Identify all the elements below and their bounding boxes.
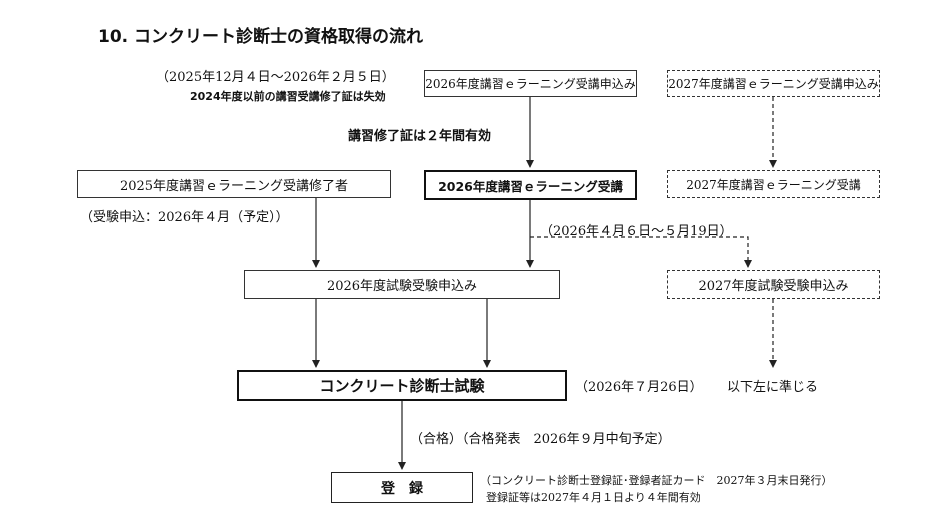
certificate-validity-note: 講習修了証は２年間有効 xyxy=(348,129,492,144)
box-exam-apply-2026: 2026年度試験受験申込み xyxy=(244,270,560,299)
arrow-attend-2026-to-exam-apply-2027 xyxy=(530,236,752,268)
box-register: 登 録 xyxy=(331,472,473,503)
box-register-label: 登 録 xyxy=(381,480,423,497)
box-attend-2026: 2026年度講習ｅラーニング受講 xyxy=(424,170,637,200)
box-apply-2027: 2027年度講習ｅラーニング受講申込み xyxy=(667,70,880,97)
following-note: 以下左に準じる xyxy=(727,380,819,395)
register-validity-note: 登録証等は2027年４月１日より４年間有効 xyxy=(486,491,701,504)
page-title: 10. コンクリート診断士の資格取得の流れ xyxy=(98,27,424,47)
box-apply-2027-label: 2027年度講習ｅラーニング受講申込み xyxy=(668,77,879,91)
box-exam-apply-2026-label: 2026年度試験受験申込み xyxy=(326,279,478,294)
exam-application-date-note: （受験申込：2026年４月（予定）） xyxy=(80,210,289,225)
box-apply-2026-label: 2026年度講習ｅラーニング受講申込み xyxy=(425,77,636,91)
register-issue-note: （コンクリート診断士登録証･登録者証カード 2027年３月末日発行） xyxy=(480,474,833,487)
box-exam-apply-2027-label: 2027年度試験受験申込み xyxy=(698,279,849,294)
box-exam-apply-2027: 2027年度試験受験申込み xyxy=(667,270,880,299)
expiry-note: 2024年度以前の講習受講修了証は失効 xyxy=(190,90,386,103)
box-apply-2026: 2026年度講習ｅラーニング受講申込み xyxy=(424,70,637,97)
box-completed-2025: 2025年度講習ｅラーニング受講修了者 xyxy=(77,170,391,198)
box-attend-2027: 2027年度講習ｅラーニング受講 xyxy=(667,170,880,198)
application-period-note: （2025年12月４日～2026年２月５日） xyxy=(156,70,395,85)
box-attend-2027-label: 2027年度講習ｅラーニング受講 xyxy=(686,177,861,192)
box-completed-2025-label: 2025年度講習ｅラーニング受講修了者 xyxy=(119,178,349,194)
exam-period-note: （2026年４月６日～５月19日） xyxy=(540,224,733,239)
box-exam-label: コンクリート診断士試験 xyxy=(319,377,485,395)
pass-announcement-note: （合格）（合格発表 2026年９月中旬予定） xyxy=(410,432,671,447)
exam-date-note: （2026年７月26日） xyxy=(575,380,703,395)
box-exam: コンクリート診断士試験 xyxy=(237,370,567,401)
box-attend-2026-label: 2026年度講習ｅラーニング受講 xyxy=(438,178,623,194)
